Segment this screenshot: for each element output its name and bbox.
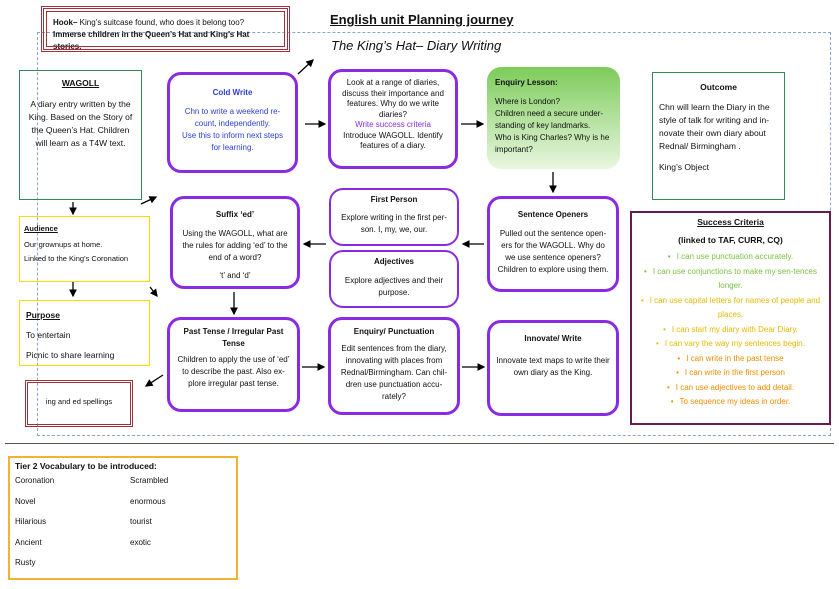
arrow-cold-to-hook (297, 59, 314, 75)
vocabulary-word: exotic (130, 537, 151, 547)
hook-label: Hook– (53, 18, 78, 27)
adjectives-title: Adjectives (373, 257, 415, 266)
enquiry-punctuation-title: Enquiry/ Punctuation (353, 327, 435, 336)
spellings-box: ing and ed spellings (25, 380, 133, 427)
vocabulary-box: Tier 2 Vocabulary to be introduced: Coro… (8, 456, 238, 580)
success-criteria-list: I can use punctuation accurately.I can u… (638, 250, 823, 410)
success-criteria-item: I can use conjunctions to make my sen-te… (638, 265, 823, 294)
audience-line1: Our grownups at home. (24, 240, 103, 249)
innovate-write-box: Innovate/ Write Innovate text maps to wr… (487, 320, 619, 416)
first-person-title: First Person (370, 195, 418, 204)
innovate-write-title: Innovate/ Write (524, 334, 582, 343)
purpose-box: Purpose To entertain Picnic to share lea… (19, 300, 150, 366)
adjectives-text: Explore adjectives and their purpose. (344, 276, 444, 297)
page-subtitle: The King’s Hat– Diary Writing (331, 38, 502, 53)
adjectives-box: Adjectives Explore adjectives and their … (329, 250, 459, 308)
first-person-box: First Person Explore writing in the firs… (329, 188, 459, 246)
enquiry-lesson-line1: Where is London? (495, 97, 560, 106)
arrow-past-to-spellings (144, 374, 164, 387)
vocabulary-row: Hilarious tourist (15, 517, 231, 538)
suffix-ed-text2: ‘t’ and ‘d’ (219, 271, 251, 280)
purpose-title: Purpose (26, 310, 61, 320)
cold-write-text1: Chn to write a weekend re-count, indepen… (184, 107, 281, 128)
vocabulary-word: enormous (130, 496, 166, 506)
cold-write-title: Cold Write (212, 88, 253, 97)
look-diaries-text3: Introduce WAGOLL. Identify features of a… (343, 130, 443, 151)
success-criteria-item: I can use punctuation accurately. (638, 250, 823, 265)
vocabulary-row: Novel enormous (15, 497, 231, 518)
enquiry-lesson-line3: Who is King Charles? Why is he important… (495, 133, 610, 154)
sentence-openers-title: Sentence Openers (517, 210, 589, 219)
section-divider (5, 443, 834, 444)
audience-title: Audience (24, 224, 58, 233)
vocabulary-title: Tier 2 Vocabulary to be introduced: (15, 461, 157, 471)
audience-box: Audience Our grownups at home. Linked to… (19, 216, 150, 282)
vocabulary-word: tourist (130, 517, 152, 526)
success-criteria-item: I can write in the first person (638, 366, 823, 381)
sentence-openers-box: Sentence Openers Pulled out the sentence… (487, 196, 619, 292)
arrow-wagoll-to-suffix (140, 196, 158, 205)
success-criteria-item: I can vary the way my sentences begin. (638, 337, 823, 352)
vocabulary-word: Novel (15, 496, 36, 506)
past-tense-title: Past Tense / Irregular Past Tense (183, 327, 284, 348)
success-criteria-subtitle: (linked to TAF, CURR, CQ) (678, 235, 783, 245)
past-tense-text: Children to apply the use of ‘ed’ to des… (177, 355, 290, 388)
vocabulary-word: Hilarious (15, 517, 47, 526)
outcome-text2: King’s Object (659, 162, 709, 172)
success-criteria-item: To sequence my ideas in order. (638, 395, 823, 410)
look-diaries-text2: Write success criteria (355, 120, 431, 129)
enquiry-lesson-line2: Children need a secure under-standing of… (495, 109, 604, 130)
page-title: English unit Planning journey (330, 12, 514, 27)
suffix-ed-text1: Using the WAGOLL, what are the rules for… (182, 229, 288, 262)
success-criteria-title: Success Criteria (697, 217, 764, 227)
past-tense-box: Past Tense / Irregular Past Tense Childr… (167, 317, 300, 412)
vocabulary-row: Ancient exotic (15, 538, 231, 559)
outcome-box: Outcome Chn will learn the Diary in the … (652, 72, 785, 200)
look-diaries-text1: Look at a range of diaries, discuss thei… (342, 78, 444, 119)
enquiry-punctuation-text: Edit sentences from the diary, innovatin… (340, 344, 448, 401)
cold-write-box: Cold Write Chn to write a weekend re-cou… (167, 72, 298, 173)
audience-line2: Linked to the King’s Coronation (24, 254, 129, 263)
cold-write-text2: Use this to inform next steps for learni… (182, 131, 283, 152)
wagoll-box: WAGOLL A diary entry written by the King… (19, 70, 142, 200)
suffix-ed-title: Suffix ‘ed’ (215, 210, 255, 219)
vocabulary-word: Coronation (15, 476, 55, 485)
innovate-write-text: Innovate text maps to write their own di… (496, 356, 610, 377)
success-criteria-item: I can write in the past tense (638, 352, 823, 367)
hook-line2: Immerse children in the Queen’s Hat and … (53, 30, 250, 51)
enquiry-lesson-box: Enquiry Lesson: Where is London? Childre… (487, 67, 620, 169)
success-criteria-item: I can use adjectives to add detail. (638, 381, 823, 396)
success-criteria-box: Success Criteria (linked to TAF, CURR, C… (630, 211, 831, 425)
vocabulary-word: Rusty (15, 558, 36, 567)
success-criteria-item: I can start my diary with Dear Diary. (638, 323, 823, 338)
purpose-line1: To entertain (26, 330, 71, 340)
purpose-line2: Picnic to share learning (26, 350, 115, 360)
enquiry-lesson-title: Enquiry Lesson: (495, 78, 558, 87)
wagoll-title: WAGOLL (61, 78, 100, 88)
suffix-ed-box: Suffix ‘ed’ Using the WAGOLL, what are t… (170, 196, 300, 289)
wagoll-text: A diary entry written by the King. Based… (28, 99, 133, 148)
success-criteria-item: I can use capital letters for names of p… (638, 294, 823, 323)
outcome-title: Outcome (700, 82, 737, 92)
arrow-audience-to-past (149, 286, 158, 298)
hook-box: Hook– King’s suitcase found, who does it… (41, 6, 290, 52)
vocabulary-row: Rusty (15, 558, 231, 579)
sentence-openers-text: Pulled out the sentence open-ers for the… (497, 229, 609, 274)
enquiry-punctuation-box: Enquiry/ Punctuation Edit sentences from… (328, 317, 460, 415)
vocabulary-word: Ancient (15, 537, 42, 547)
spellings-text: ing and ed spellings (45, 397, 113, 406)
vocabulary-row: Coronation Scrambled (15, 476, 231, 497)
look-diaries-box: Look at a range of diaries, discuss thei… (328, 69, 458, 169)
outcome-text: Chn will learn the Diary in the style of… (659, 102, 770, 151)
hook-line1: Hook– King’s suitcase found, who does it… (53, 17, 278, 29)
vocabulary-word: Scrambled (130, 476, 169, 485)
hook-text1: King’s suitcase found, who does it belon… (77, 18, 245, 27)
first-person-text: Explore writing in the first per-son. I,… (341, 213, 447, 234)
